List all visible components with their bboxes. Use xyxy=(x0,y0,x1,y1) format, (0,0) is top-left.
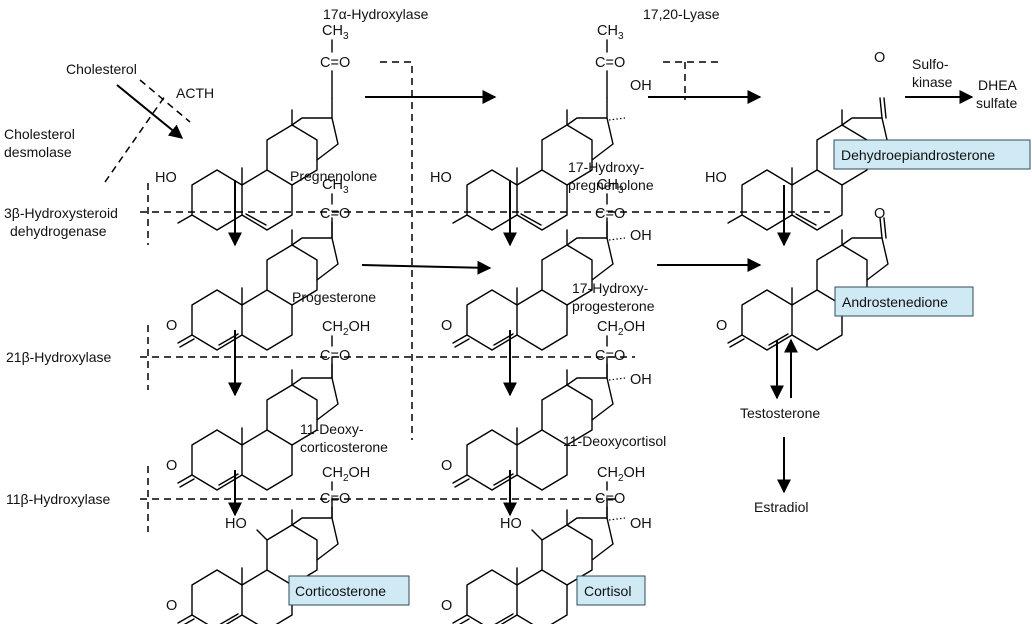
enzyme-11b-hydroxylase: 11β-Hydroxylase xyxy=(6,491,110,507)
dhea-sulfate-label-line1: DHEA xyxy=(978,77,1018,93)
svg-text:OH: OH xyxy=(630,372,652,388)
enzyme-desmolase-line1: Cholesterol xyxy=(4,126,75,142)
svg-text:OH: OH xyxy=(630,228,652,244)
corticosterone-highlight-box xyxy=(288,575,410,606)
androstenedione-structure xyxy=(727,217,889,351)
cortisol-highlight-box xyxy=(576,575,646,606)
progesterone-structure xyxy=(177,217,339,351)
svg-text:CH2OH: CH2OH xyxy=(597,465,645,484)
pregnenolone-label: Pregnenolone xyxy=(290,168,377,184)
enzyme-17a-hydroxylase: 17α-Hydroxylase xyxy=(323,6,429,22)
svg-text:HO: HO xyxy=(430,170,452,186)
hydroxypregnenolone-sidechain: CH3 C=O OH xyxy=(595,23,652,99)
svg-text:CH2OH: CH2OH xyxy=(597,319,645,338)
cholesterol-label: Cholesterol xyxy=(66,61,137,77)
svg-text:CH3: CH3 xyxy=(322,23,349,42)
corticosterone-label: Corticosterone xyxy=(295,583,386,599)
svg-text:CH2OH: CH2OH xyxy=(322,465,370,484)
oh-text: OH xyxy=(630,78,652,94)
estradiol-label: Estradiol xyxy=(754,499,808,515)
hydroxypregnenolone-label-line1: 17-Hydroxy- xyxy=(568,159,645,175)
ketone-o-text: O xyxy=(874,50,885,66)
svg-text:O: O xyxy=(441,598,452,614)
pregnenolone-structure xyxy=(177,97,339,231)
testosterone-label: Testosterone xyxy=(740,405,820,421)
dhea-label: Dehydroepiandrosterone xyxy=(841,147,995,163)
deoxycorticosterone-label-line2: corticosterone xyxy=(300,439,388,455)
svg-text:C=O: C=O xyxy=(595,206,625,222)
androstenedione-label: Androstenedione xyxy=(842,294,948,310)
svg-text:CH3: CH3 xyxy=(597,177,624,196)
progesterone-label: Progesterone xyxy=(292,289,376,305)
enzyme-21b-hydroxylase: 21β-Hydroxylase xyxy=(6,349,112,365)
enzyme-3b-hsd-line2: dehydrogenase xyxy=(10,223,107,239)
svg-text:OH: OH xyxy=(630,516,652,532)
svg-text:O: O xyxy=(166,318,177,334)
deoxycortisol-label: 11-Deoxycortisol xyxy=(563,433,666,449)
svg-text:O: O xyxy=(716,318,727,334)
enzyme-sulfokinase-line1: Sulfo- xyxy=(912,56,949,72)
ch3-text: CH xyxy=(322,23,343,39)
svg-text:O: O xyxy=(874,206,885,222)
svg-text:CH3: CH3 xyxy=(322,177,349,196)
svg-text:C=O: C=O xyxy=(595,55,625,71)
hydroxypregnenolone-label-line2: pregnenolone xyxy=(568,177,654,193)
svg-text:CH2OH: CH2OH xyxy=(322,319,370,338)
arrow-prog-to-ohprog xyxy=(361,260,492,275)
hydroxyprogesterone-label-line2: progesterone xyxy=(572,298,655,314)
cortisol-label: Cortisol xyxy=(584,583,631,599)
dhea-highlight-box xyxy=(833,139,1031,170)
deoxycorticosterone-label-line1: 11-Deoxy- xyxy=(300,421,364,437)
hydroxyprogesterone-label-line1: 17-Hydroxy- xyxy=(572,280,649,296)
svg-text:HO: HO xyxy=(500,516,522,532)
dhea-sulfate-label-line2: sulfate xyxy=(976,95,1017,111)
ho-text: HO xyxy=(225,516,247,532)
progesterone-sidechain: CH3 C=O xyxy=(320,177,350,239)
cholesterol-arrow xyxy=(116,84,184,139)
svg-text:CH3: CH3 xyxy=(597,23,624,42)
hydroxyprogesterone-sidechain: CH3 C=O OH xyxy=(595,177,652,244)
enzyme-dashed-lines xyxy=(104,61,830,532)
enzyme-3b-hsd-line1: 3β-Hydroxysteroid xyxy=(4,205,118,221)
svg-text:C=O: C=O xyxy=(595,348,625,364)
acth-label: ACTH xyxy=(176,85,214,101)
svg-text:O: O xyxy=(166,458,177,474)
deoxycorticosterone-sidechain: CH2OH C=O xyxy=(320,319,370,379)
androstenedione-highlight-box xyxy=(834,286,974,317)
svg-text:HO: HO xyxy=(155,170,177,186)
ring-substituents: HO HO HO O O O O O O O xyxy=(155,170,727,614)
enzyme-sulfokinase-line2: kinase xyxy=(912,74,953,90)
svg-text:HO: HO xyxy=(705,170,727,186)
svg-text:O: O xyxy=(441,318,452,334)
reaction-arrows xyxy=(116,84,974,517)
svg-text:C=O: C=O xyxy=(320,206,350,222)
enzyme-1720-lyase: 17,20-Lyase xyxy=(643,6,720,22)
enzyme-desmolase-line2: desmolase xyxy=(4,144,72,160)
pregnenolone-sidechain: CH3 C=O xyxy=(320,23,350,99)
co-text: C=O xyxy=(320,55,350,71)
svg-text:O: O xyxy=(441,458,452,474)
deoxycortisol-sidechain: CH2OH C=O OH xyxy=(595,319,652,388)
svg-text:C=O: C=O xyxy=(320,348,350,364)
svg-text:O: O xyxy=(166,598,177,614)
